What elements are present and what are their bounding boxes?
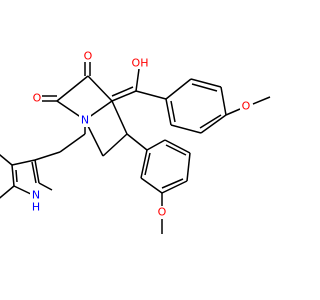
ring-nitrogen-label: N <box>81 114 89 127</box>
bond <box>135 90 167 100</box>
bond <box>165 98 172 126</box>
bond <box>87 75 113 102</box>
bond <box>170 124 202 134</box>
bond <box>220 86 227 116</box>
structure-canvas: O O OH O N O N H <box>0 49 271 234</box>
bond <box>190 78 222 88</box>
bond <box>38 182 53 191</box>
bond <box>170 100 176 123</box>
bond <box>111 86 134 97</box>
indole-hydrogen-label: H <box>32 201 40 214</box>
bond <box>161 178 184 189</box>
bond <box>111 90 137 102</box>
bond <box>0 154 13 166</box>
atom-methoxy-top-oxygen: O <box>240 100 252 113</box>
bond <box>186 152 191 182</box>
bond <box>140 177 163 194</box>
bond <box>102 133 128 157</box>
bond <box>199 114 222 129</box>
atom-ring-nitrogen: N <box>79 114 91 127</box>
bond <box>200 114 227 134</box>
bond <box>191 83 218 92</box>
atom-label-layer: O O OH O N O N H <box>30 49 252 219</box>
lactam-oxygen-label: O <box>33 92 42 105</box>
bond <box>225 108 241 116</box>
bond <box>0 185 15 199</box>
atom-methoxy-bottom-oxygen: O <box>156 206 168 219</box>
bond <box>11 164 15 187</box>
bond <box>165 144 187 156</box>
bond <box>34 151 61 161</box>
bond <box>111 100 128 135</box>
indole-nitrogen-label: N <box>32 189 40 202</box>
bond <box>144 152 151 176</box>
bond <box>161 180 188 194</box>
bond <box>31 161 37 184</box>
methoxy-bottom-oxygen-label: O <box>158 206 167 219</box>
ketone-oxygen-label: O <box>84 50 93 63</box>
bond <box>135 68 140 92</box>
atom-hydroxyl: OH <box>131 56 149 70</box>
bond <box>140 149 148 179</box>
bond <box>146 139 166 151</box>
atom-indole-nh: N H <box>30 189 42 214</box>
bond <box>34 159 40 184</box>
molecule-structure: O O OH O N O N H <box>0 49 271 234</box>
bond <box>56 75 89 102</box>
atom-ketone-oxygen: O <box>81 49 93 63</box>
methoxy-top-oxygen-label: O <box>242 100 251 113</box>
bond <box>164 139 191 154</box>
bond-layer <box>0 58 271 234</box>
atom-lactam-oxygen: O <box>30 91 42 105</box>
hydroxyl-label: OH <box>132 57 149 70</box>
bond <box>59 133 86 153</box>
bond <box>126 133 148 151</box>
bond <box>15 169 18 183</box>
bond <box>165 78 192 100</box>
bond <box>11 159 36 166</box>
bond <box>252 96 271 105</box>
